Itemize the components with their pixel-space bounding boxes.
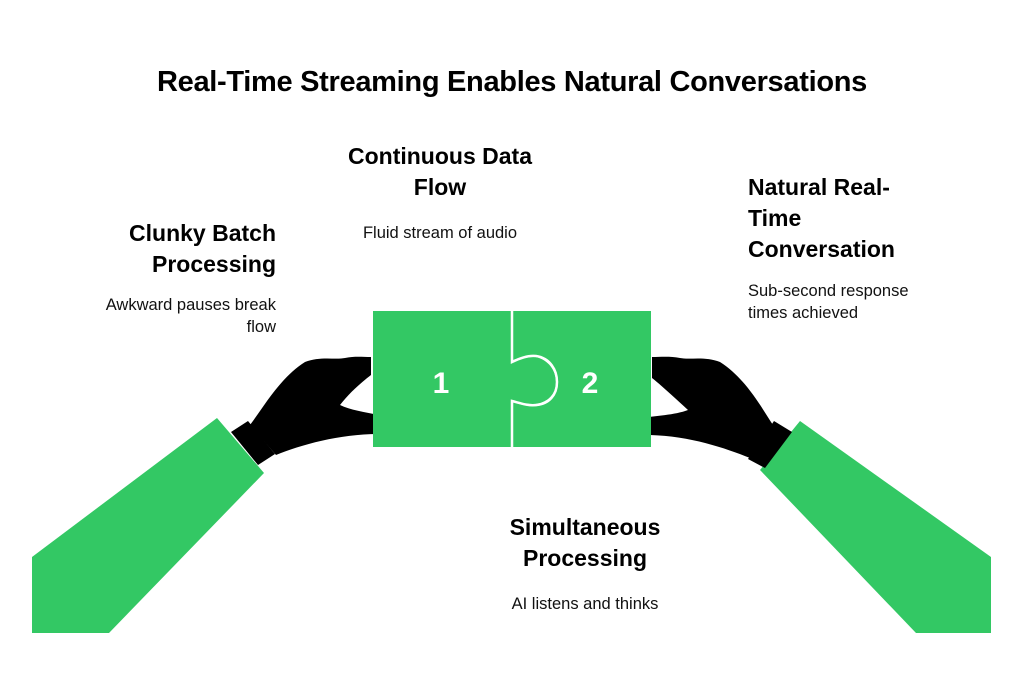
stage-clunky-heading: Clunky Batch Processing bbox=[129, 218, 276, 280]
stage-continuous-description: Fluid stream of audio bbox=[362, 224, 518, 242]
stage-natural-description: Sub-second response times achieved bbox=[748, 280, 909, 324]
stage-natural-heading-line-2: Time bbox=[748, 205, 802, 231]
stage-clunky-heading-line-1: Clunky Batch bbox=[129, 220, 276, 246]
stage-continuous-heading-line-2: Flow bbox=[413, 174, 467, 200]
stage-natural-desc-line-2: times achieved bbox=[748, 304, 859, 322]
right-hand-holding-icon bbox=[626, 356, 773, 458]
puzzle-piece-2 bbox=[510, 311, 651, 447]
stage-clunky-heading-line-2: Processing bbox=[152, 251, 276, 277]
puzzle-label-2: 2 bbox=[582, 367, 599, 400]
stage-natural-heading: Natural Real- Time Conversation bbox=[748, 172, 895, 265]
puzzle-piece-1 bbox=[373, 311, 556, 447]
puzzle-label-1: 1 bbox=[433, 367, 450, 400]
left-sleeve-icon bbox=[32, 418, 264, 633]
stage-simultaneous-heading-line-2: Processing bbox=[523, 545, 647, 571]
stage-simultaneous-heading: Simultaneous Processing bbox=[470, 512, 700, 574]
stage-clunky-desc-line-1: Awkward pauses break bbox=[105, 296, 276, 314]
stage-simultaneous-description: AI listens and thinks bbox=[511, 595, 659, 613]
page-title: Real-Time Streaming Enables Natural Conv… bbox=[157, 66, 867, 98]
stage-natural-desc-line-1: Sub-second response bbox=[748, 282, 909, 300]
left-hand-holding-icon bbox=[250, 356, 396, 455]
stage-simultaneous-heading-line-1: Simultaneous bbox=[509, 514, 661, 540]
stage-natural-heading-line-3: Conversation bbox=[748, 236, 895, 262]
stage-continuous-heading: Continuous Data Flow bbox=[330, 141, 550, 203]
left-cuff-icon bbox=[231, 421, 275, 465]
stage-clunky-desc-line-2: flow bbox=[246, 318, 276, 336]
stage-continuous-heading-line-1: Continuous Data bbox=[348, 143, 532, 169]
right-sleeve-icon bbox=[760, 421, 991, 633]
right-cuff-icon bbox=[748, 421, 792, 468]
stage-natural-heading-line-1: Natural Real- bbox=[748, 174, 890, 200]
stage-clunky-description: Awkward pauses break flow bbox=[106, 294, 276, 338]
